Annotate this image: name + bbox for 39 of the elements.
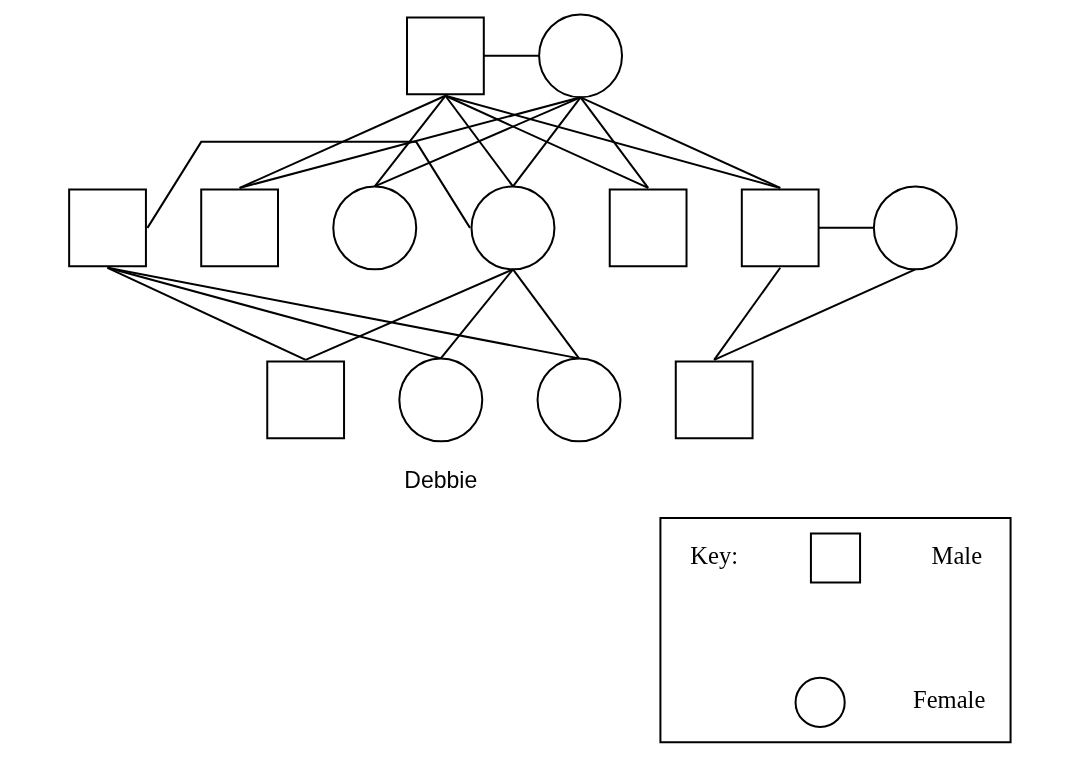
connector (106, 266, 580, 360)
node-circle (537, 13, 623, 99)
node-box (199, 188, 279, 268)
node-box (740, 188, 820, 268)
connector (482, 54, 540, 57)
connector (106, 266, 442, 360)
node-label: Debbie (403, 467, 477, 494)
node-box (67, 188, 147, 268)
node-circle (872, 185, 958, 271)
connector (106, 266, 307, 361)
connector (511, 268, 580, 360)
connector (238, 94, 446, 189)
connector (443, 94, 649, 189)
node-box (405, 16, 485, 96)
connector (373, 94, 446, 188)
node-box (809, 532, 861, 584)
node-circle (331, 185, 417, 271)
node-circle (794, 676, 846, 728)
connector (443, 94, 514, 188)
connector (145, 140, 471, 229)
connector (304, 268, 514, 361)
node-box (265, 360, 345, 440)
connector (817, 226, 875, 229)
connector (579, 96, 781, 189)
node-box (674, 360, 754, 440)
connector (712, 266, 781, 361)
node-circle (536, 357, 621, 443)
connector (443, 94, 781, 189)
connector (579, 96, 649, 189)
legend-label: Male (931, 541, 982, 569)
connector (712, 268, 916, 361)
node-box (608, 188, 687, 268)
node-circle (470, 185, 555, 271)
connector (511, 96, 582, 188)
connector (439, 268, 514, 360)
node-circle (397, 357, 483, 443)
connector (373, 96, 582, 188)
connector (238, 96, 582, 189)
legend-label: Female (912, 686, 985, 714)
